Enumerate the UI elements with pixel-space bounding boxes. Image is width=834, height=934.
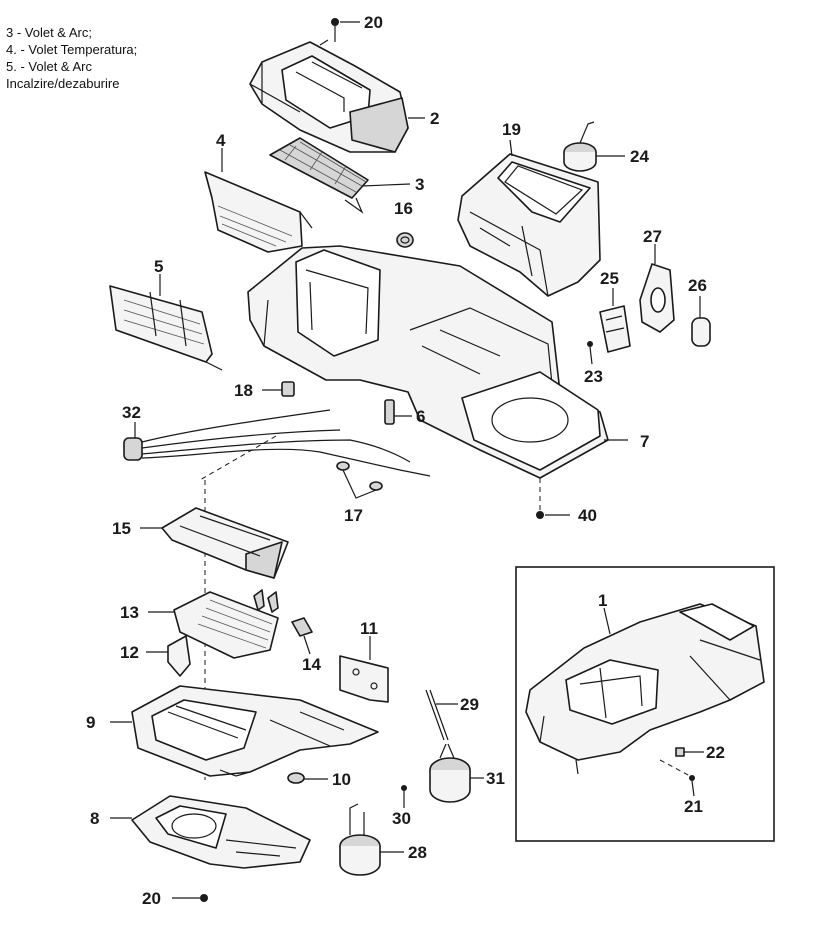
callout-20-top: 20: [364, 13, 383, 32]
part-32-wiring-harness: [123, 409, 431, 481]
callout-14: 14: [302, 655, 321, 674]
part-22-nut: [675, 747, 704, 757]
callout-20-bottom: 20: [142, 889, 161, 908]
callout-3: 3: [415, 175, 424, 194]
callout-6: 6: [416, 407, 425, 426]
part-13-heater-core: [148, 589, 279, 659]
callout-27: 27: [643, 227, 662, 246]
callout-31: 31: [486, 769, 505, 788]
callout-8: 8: [90, 809, 99, 828]
callout-21: 21: [684, 797, 703, 816]
part-11-plate: [339, 636, 389, 703]
callout-7: 7: [640, 432, 649, 451]
part-27-gasket: [639, 244, 675, 333]
callout-5: 5: [154, 257, 163, 276]
part-26-cap: [691, 296, 711, 347]
part-19-blower-housing: [457, 139, 601, 297]
callout-26: 26: [688, 276, 707, 295]
part-2-upper-duct: [249, 39, 425, 153]
callout-40: 40: [578, 506, 597, 525]
part-12-bracket: [146, 635, 191, 677]
callout-24: 24: [630, 147, 649, 166]
callout-4: 4: [216, 131, 226, 150]
part-31-actuator: [429, 743, 484, 803]
callout-30: 30: [392, 809, 411, 828]
inset-frame: [515, 566, 775, 842]
part-1-complete-assembly: [525, 603, 765, 775]
callout-28: 28: [408, 843, 427, 862]
part-23-screw: [587, 341, 593, 365]
callout-2: 2: [430, 109, 439, 128]
parts-legend: 3 - Volet & Arc; 4. - Volet Temperatura;…: [6, 24, 137, 92]
legend-line-temperature-flap: 4. - Volet Temperatura;: [6, 42, 138, 57]
part-10-fitting: [287, 772, 328, 784]
legend-line-flap-arc: 3 - Volet & Arc;: [6, 25, 92, 40]
part-20-top-screw: [331, 18, 360, 42]
part-29-rod: [425, 689, 458, 741]
part-40-screw: [536, 478, 570, 519]
part-8-bottom-cover: [110, 795, 311, 869]
callout-32: 32: [122, 403, 141, 422]
callout-10: 10: [332, 770, 351, 789]
callout-9: 9: [86, 713, 95, 732]
callout-16: 16: [394, 199, 413, 218]
part-20-bottom-screw: [172, 894, 208, 902]
callout-13: 13: [120, 603, 139, 622]
part-30-screw: [401, 785, 407, 808]
part-16-grommet: [396, 232, 414, 248]
callout-18: 18: [234, 381, 253, 400]
callout-19: 19: [502, 120, 521, 139]
part-28-motor: [339, 803, 404, 876]
part-18-clip: [262, 381, 295, 397]
part-3-filter-flap: [269, 137, 411, 214]
part-5-defrost-flap: [109, 274, 223, 371]
part-25-plate: [599, 288, 631, 353]
part-17-clips: [336, 461, 383, 499]
part-24-motor: [563, 121, 625, 172]
main-upper-case: [247, 245, 628, 479]
callout-15: 15: [112, 519, 131, 538]
part-14-clip: [291, 617, 313, 655]
callout-23: 23: [584, 367, 603, 386]
callout-1: 1: [598, 591, 607, 610]
callout-22: 22: [706, 743, 725, 762]
callout-25: 25: [600, 269, 619, 288]
part-6-link: [384, 399, 412, 425]
part-4-temperature-flap: [204, 148, 313, 253]
part-15-duct: [140, 507, 289, 579]
part-21-screw: [659, 759, 695, 797]
part-9-lower-case: [110, 685, 379, 777]
legend-line-flap-arc-2: 5. - Volet & Arc: [6, 59, 92, 74]
legend-line-heating-defrost: Incalzire/dezaburire: [6, 76, 120, 91]
callout-11: 11: [360, 619, 378, 638]
callout-17: 17: [344, 506, 363, 525]
callout-12: 12: [120, 643, 139, 662]
callout-29: 29: [460, 695, 479, 714]
